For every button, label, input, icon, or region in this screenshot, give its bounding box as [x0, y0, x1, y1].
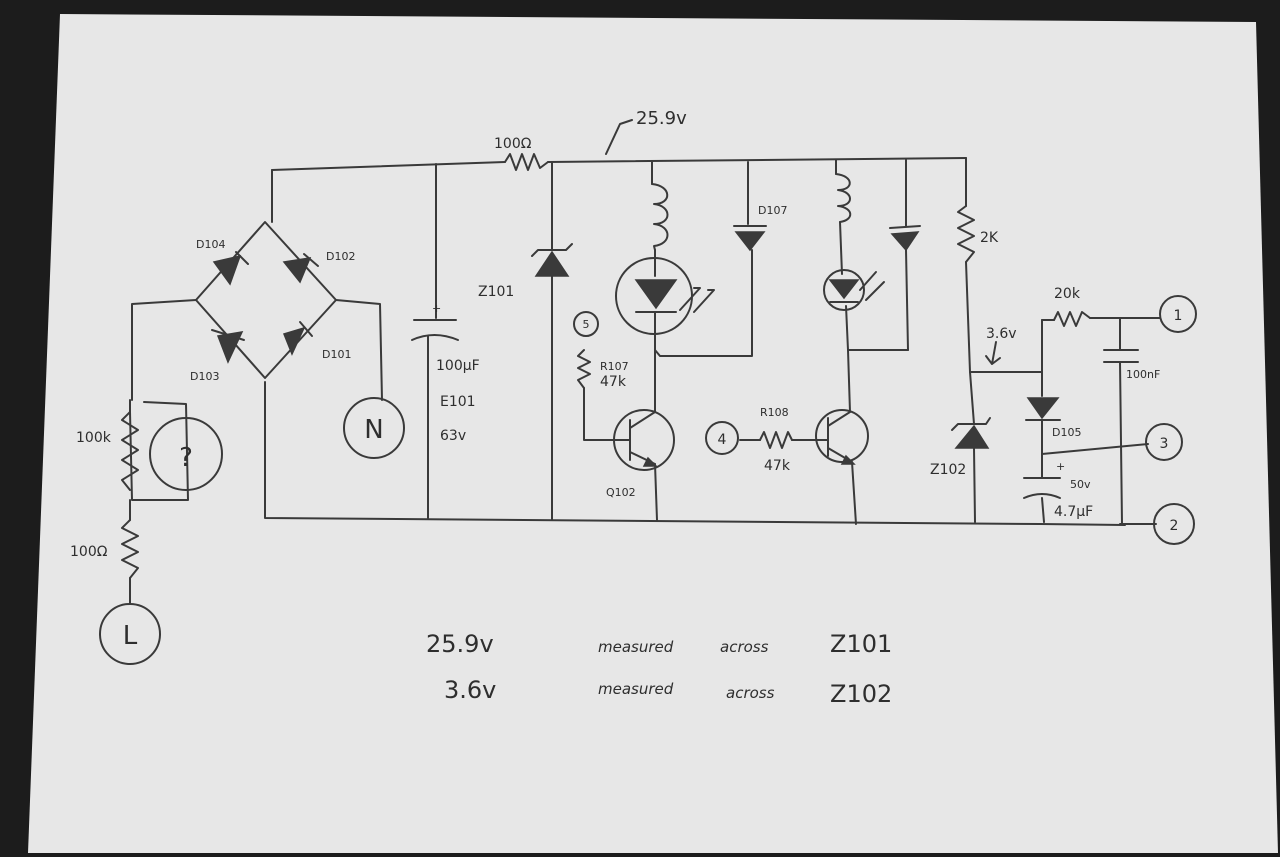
label-r100-l: 100Ω [70, 544, 108, 560]
label-d101: D101 [322, 348, 351, 361]
voltage-pointer-top [605, 119, 633, 155]
led-1 [615, 257, 715, 335]
measurement-notes: 25.9v measured across Z101 3.6v measured… [426, 630, 892, 708]
diode-3 [889, 225, 921, 252]
label-r107-value: 47k [600, 374, 627, 390]
component-labels: 25.9v 100Ω D104 D102 D103 D101 Z101 + 10… [70, 108, 1160, 560]
label-v36: 3.6v [986, 326, 1017, 342]
text-notes-0-component: Z101 [830, 630, 892, 658]
terminal-1: 1 [1159, 295, 1197, 333]
text-notes-1-prep: across [726, 684, 775, 702]
capacitors [411, 319, 1139, 499]
text-terminals-t4: 4 [718, 432, 727, 448]
label-r20k: 20k [1054, 286, 1081, 302]
label-cap-value: 100µF [436, 358, 480, 374]
label-d102: D102 [326, 250, 355, 263]
terminal-3: 3 [1145, 423, 1183, 461]
diode-d103 [211, 329, 245, 364]
diode-d107 [733, 225, 767, 252]
label-r-series: 100Ω [494, 136, 532, 152]
diode-d104 [212, 251, 249, 286]
r100-l [121, 519, 139, 579]
r107 [577, 349, 591, 389]
terminal-5: 5 [573, 311, 599, 337]
text-terminals-N: N [364, 415, 383, 445]
label-r108-name: R108 [760, 406, 789, 419]
text-terminals-unknown: ? [179, 443, 193, 473]
diode-d101 [282, 321, 313, 356]
label-r2k: 2K [980, 230, 999, 246]
terminal-n: N [343, 397, 405, 459]
text-notes-1-component: Z102 [830, 680, 892, 708]
text-terminals-t3: 3 [1160, 436, 1169, 452]
text-notes-0-verb: measured [598, 638, 674, 656]
note-row-2: 3.6v measured across Z102 [444, 676, 892, 708]
r2k [957, 205, 975, 263]
inductors [651, 173, 852, 251]
resistors [121, 153, 1091, 579]
transistors [613, 409, 869, 471]
label-r100k: 100k [76, 430, 112, 446]
label-d103: D103 [190, 370, 219, 383]
terminal-l: L [99, 603, 161, 665]
label-cap-name: E101 [440, 394, 476, 410]
leds [615, 257, 885, 335]
cap-100nf [1103, 349, 1139, 363]
terminal-unknown: ? [149, 417, 223, 491]
text-terminals-t1: 1 [1174, 308, 1183, 324]
diode-d105 [1025, 397, 1061, 421]
transistor-q2 [815, 409, 869, 465]
note-row-1: 25.9v measured across Z101 [426, 630, 892, 658]
label-cap2-voltage: 50v [1070, 478, 1091, 491]
label-r108-value: 47k [764, 458, 791, 474]
label-rail-voltage: 25.9v [636, 108, 687, 129]
inductor-1 [651, 183, 669, 251]
wiring [129, 157, 1161, 605]
text-notes-0-value: 25.9v [426, 630, 494, 658]
diodes [211, 225, 1061, 449]
terminals: L N ? 1 3 2 4 5 [99, 295, 1197, 665]
label-d104: D104 [196, 238, 225, 251]
diode-d102 [282, 253, 319, 284]
label-plus: + [432, 302, 441, 315]
terminal-2: 2 [1153, 503, 1195, 545]
zener-z101 [531, 243, 573, 277]
label-d105: D105 [1052, 426, 1081, 439]
r108 [759, 431, 793, 449]
cap-e101 [411, 319, 459, 341]
inductor-2 [835, 173, 852, 223]
label-z102: Z102 [930, 462, 966, 478]
text-notes-0-prep: across [720, 638, 769, 656]
text-notes-1-verb: measured [598, 680, 674, 698]
label-r107-name: R107 [600, 360, 629, 373]
label-z101: Z101 [478, 284, 514, 300]
voltage-pointer-36 [985, 341, 1001, 365]
cap-4u7 [1023, 477, 1061, 499]
r20k [1053, 311, 1091, 327]
label-cap2-value: 4.7µF [1054, 504, 1093, 520]
label-c100nf: 100nF [1126, 368, 1160, 381]
terminal-4: 4 [705, 421, 739, 455]
zener-z102 [951, 417, 991, 449]
text-terminals-t2: 2 [1170, 518, 1179, 534]
r100k [121, 411, 139, 491]
text-terminals-t5: 5 [583, 318, 590, 331]
r100-series [504, 153, 549, 171]
text-terminals-L: L [123, 621, 138, 651]
label-d107: D107 [758, 204, 787, 217]
label-plus2: + [1056, 460, 1065, 473]
led-2 [823, 269, 885, 311]
text-notes-1-value: 3.6v [444, 676, 496, 704]
transistor-q102 [613, 409, 675, 471]
label-q102: Q102 [606, 486, 636, 499]
label-cap-voltage: 63v [440, 428, 466, 444]
